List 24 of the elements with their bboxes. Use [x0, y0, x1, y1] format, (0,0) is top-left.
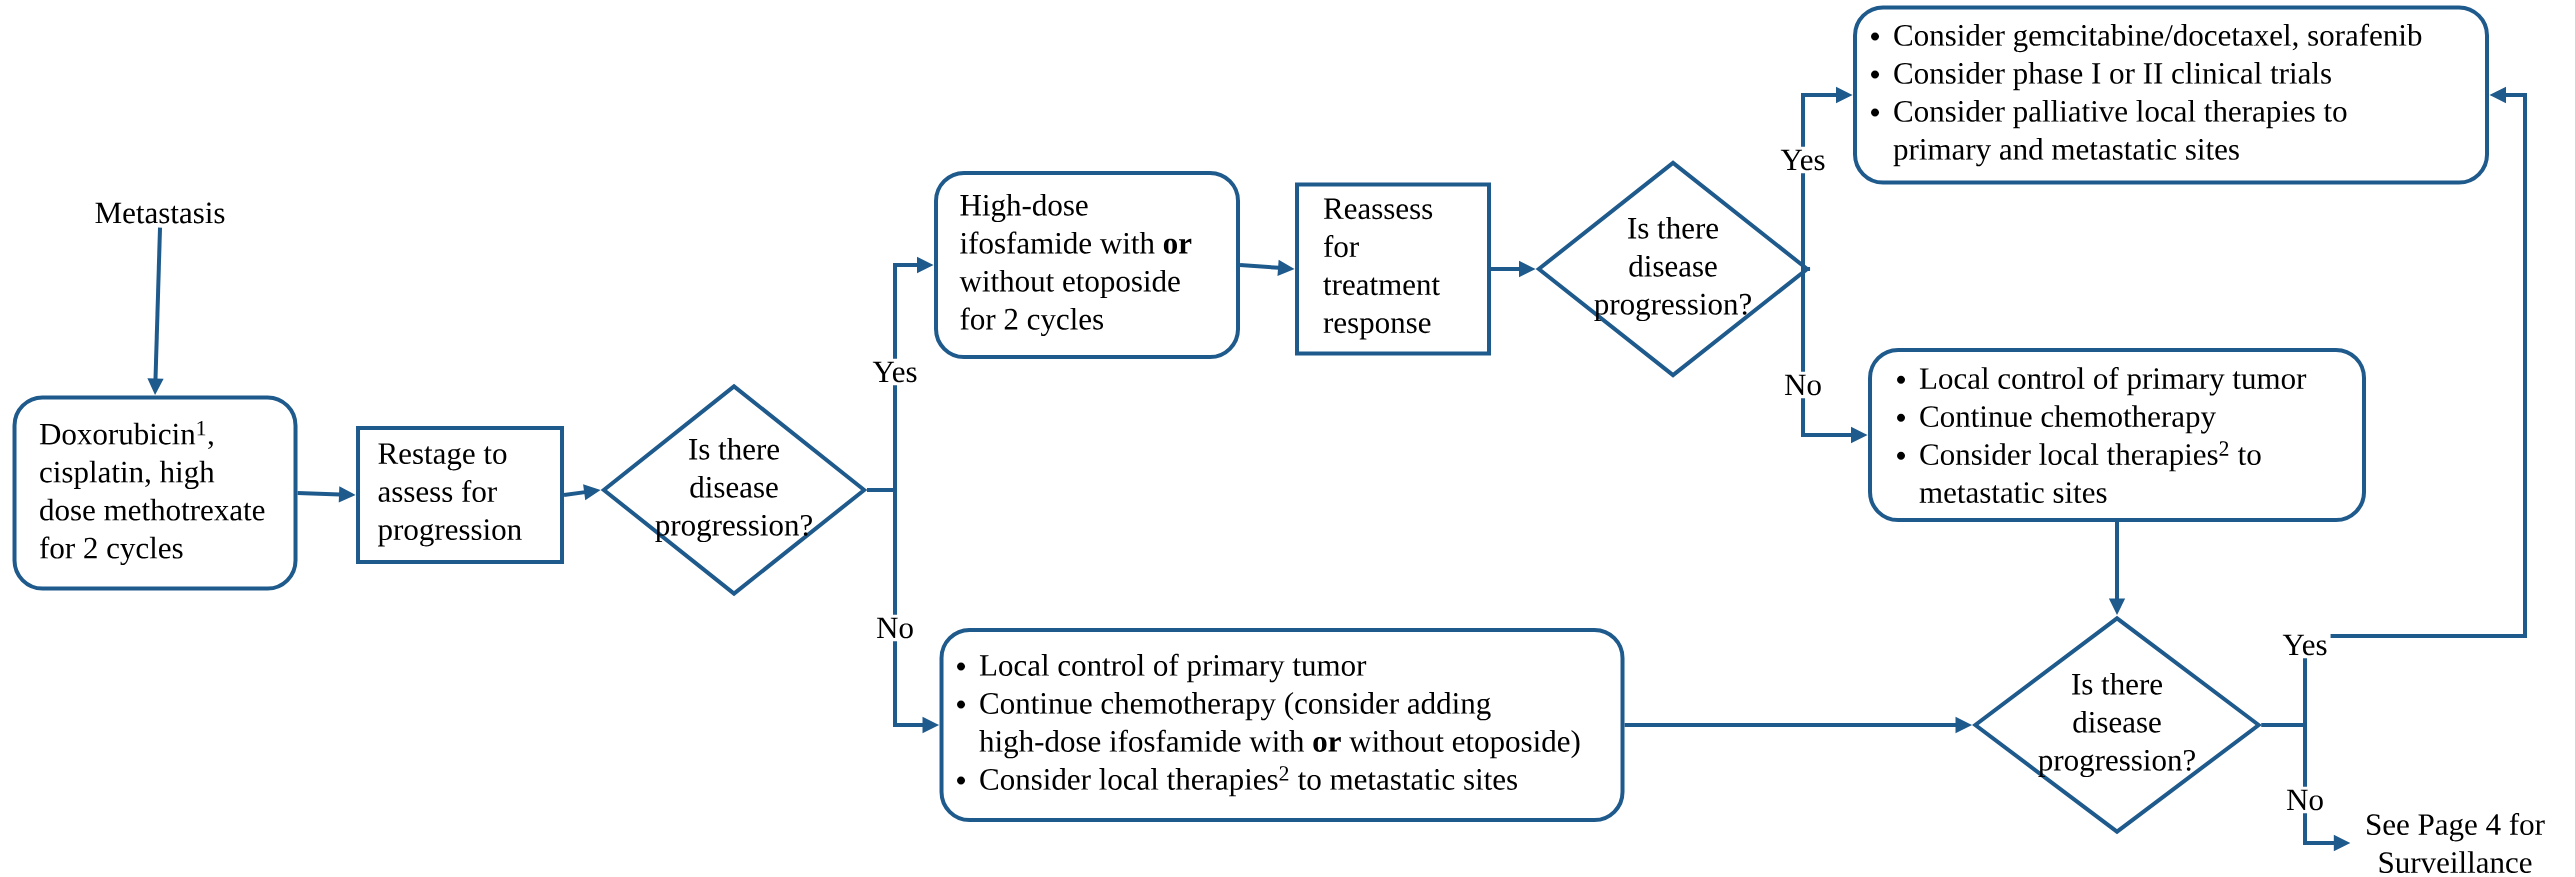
treatment-box: High-dose ifosfamide with or without etoposide for 2 cycles [934, 171, 1240, 359]
edge-label: No [2283, 786, 2327, 814]
bullet-item: Consider local therapies$^{2}$ to metastatic sites [1919, 441, 2261, 504]
bullet-item: Local control of primary tumor [979, 653, 1367, 683]
bullet-item: Continue chemotherapy [1920, 405, 2216, 434]
edge-label: No [873, 614, 917, 642]
bullet-item: Local control of primary tumor [1919, 366, 2307, 396]
treatment-box [1853, 5, 2489, 185]
edge-label: Yes [2279, 631, 2331, 659]
flow-text: Metastasis [95, 202, 225, 224]
edge-label: Yes [869, 358, 921, 386]
bullet-item: Continue chemotherapy (consider adding high-dose ifosfamide with or without etoposide) [979, 692, 1580, 759]
flow-text: See Page 4 for Surveillance [2367, 812, 2545, 874]
bullet-item: Consider phase I or II clinical trials [1894, 62, 2331, 91]
treatment-box [1868, 348, 2366, 522]
edge-label: No [1781, 371, 1825, 399]
process-box: Reassess for treatment response [1295, 182, 1491, 356]
edge-label: Yes [1777, 146, 1829, 174]
bullet-item: Consider gemcitabine/docetaxel, sorafenib [1894, 23, 2422, 53]
treatment-box: Doxorubicin$^{1}$, cisplatin, high dose methotrexate for 2 cycles [12, 395, 298, 591]
treatment-box [939, 628, 1625, 822]
bullet-item: Consider local therapies$^{2}$ to metastatic sites [980, 766, 1517, 797]
process-box: Restage to assess for progression [356, 426, 564, 564]
bullet-item: Consider palliative local therapies to primary and metastatic sites [1893, 100, 2347, 167]
